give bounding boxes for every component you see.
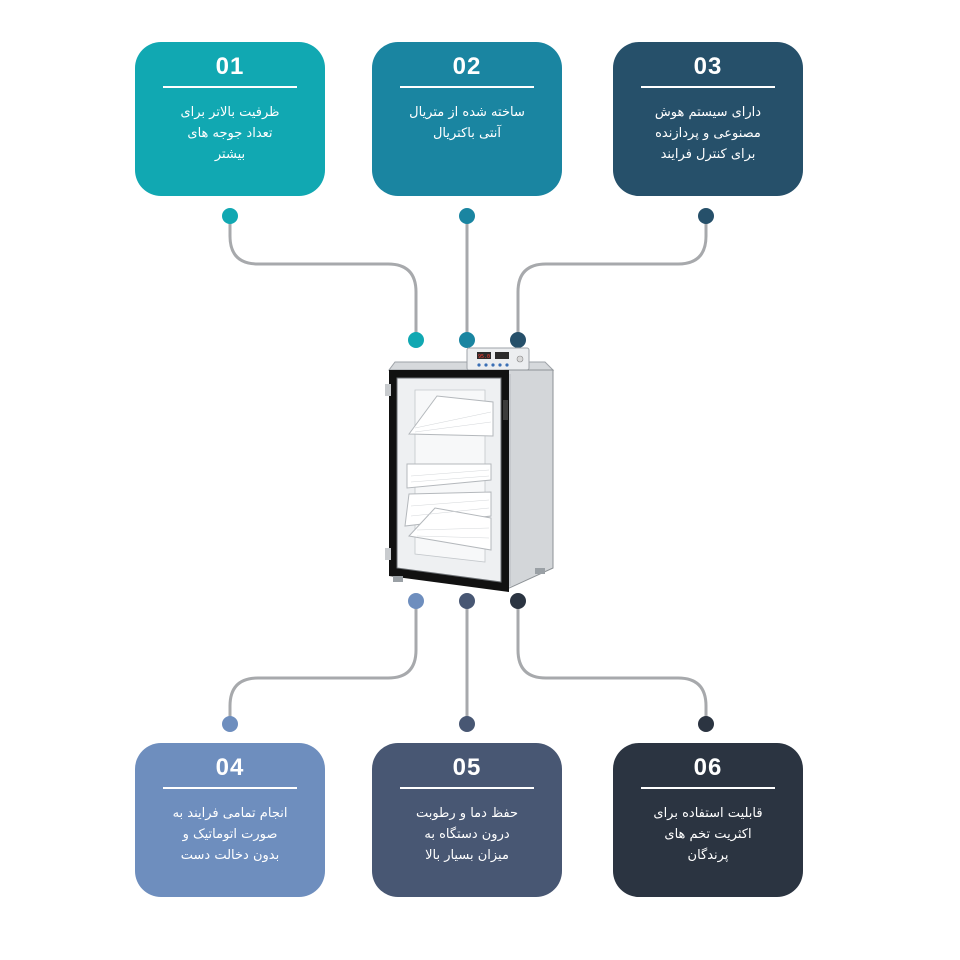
control-panel: 95.0 <box>466 347 530 371</box>
feature-card-05: 05 حفظ دما و رطوبت درون دستگاه به میزان … <box>372 743 562 897</box>
connector-dot-4-top <box>408 593 424 609</box>
feature-card-03: 03 دارای سیستم هوش مصنوعی و پردازنده برا… <box>613 42 803 196</box>
control-display: 95.0 <box>478 354 490 360</box>
connector-dot-3-bottom <box>510 332 526 348</box>
feature-card-04: 04 انجام تمامی فرایند به صورت اتوماتیک و… <box>135 743 325 897</box>
connector-dot-2-bottom <box>459 332 475 348</box>
connector-line-3 <box>516 214 708 342</box>
feature-card-01: 01 ظرفیت بالاتر برای تعداد جوجه های بیشت… <box>135 42 325 196</box>
feature-card-02: 02 ساخته شده از متریال آنتی باکتریال <box>372 42 562 196</box>
feature-text: انجام تمامی فرایند به صورت اتوماتیک و بد… <box>172 806 288 863</box>
feature-number: 04 <box>163 753 297 789</box>
feature-text: ظرفیت بالاتر برای تعداد جوجه های بیشتر <box>180 105 280 162</box>
connector-line-1 <box>228 214 418 342</box>
connector-dot-4-bottom <box>222 716 238 732</box>
connector-dot-1-top <box>222 208 238 224</box>
connector-dot-5-top <box>459 593 475 609</box>
connector-dot-1-bottom <box>408 332 424 348</box>
connector-dot-6-top <box>510 593 526 609</box>
connector-dot-6-bottom <box>698 716 714 732</box>
feature-text: دارای سیستم هوش مصنوعی و پردازنده برای ک… <box>654 105 762 162</box>
feature-card-06: 06 قابلیت استفاده برای اکثریت تخم های پر… <box>613 743 803 897</box>
feature-text: حفظ دما و رطوبت درون دستگاه به میزان بسی… <box>415 806 519 863</box>
feature-text: ساخته شده از متریال آنتی باکتریال <box>409 105 525 141</box>
feature-number: 03 <box>641 52 775 88</box>
connector-line-6 <box>516 599 708 726</box>
connector-dot-2-top <box>459 208 475 224</box>
connector-line-4 <box>228 599 418 726</box>
feature-number: 01 <box>163 52 297 88</box>
feature-number: 06 <box>641 753 775 789</box>
connector-dot-5-bottom <box>459 716 475 732</box>
feature-number: 02 <box>400 52 534 88</box>
feature-number: 05 <box>400 753 534 789</box>
feature-text: قابلیت استفاده برای اکثریت تخم های پرندگ… <box>653 806 763 863</box>
incubator-image: 95.0 <box>385 347 555 592</box>
connector-dot-3-top <box>698 208 714 224</box>
incubator-side-panel <box>504 369 554 591</box>
